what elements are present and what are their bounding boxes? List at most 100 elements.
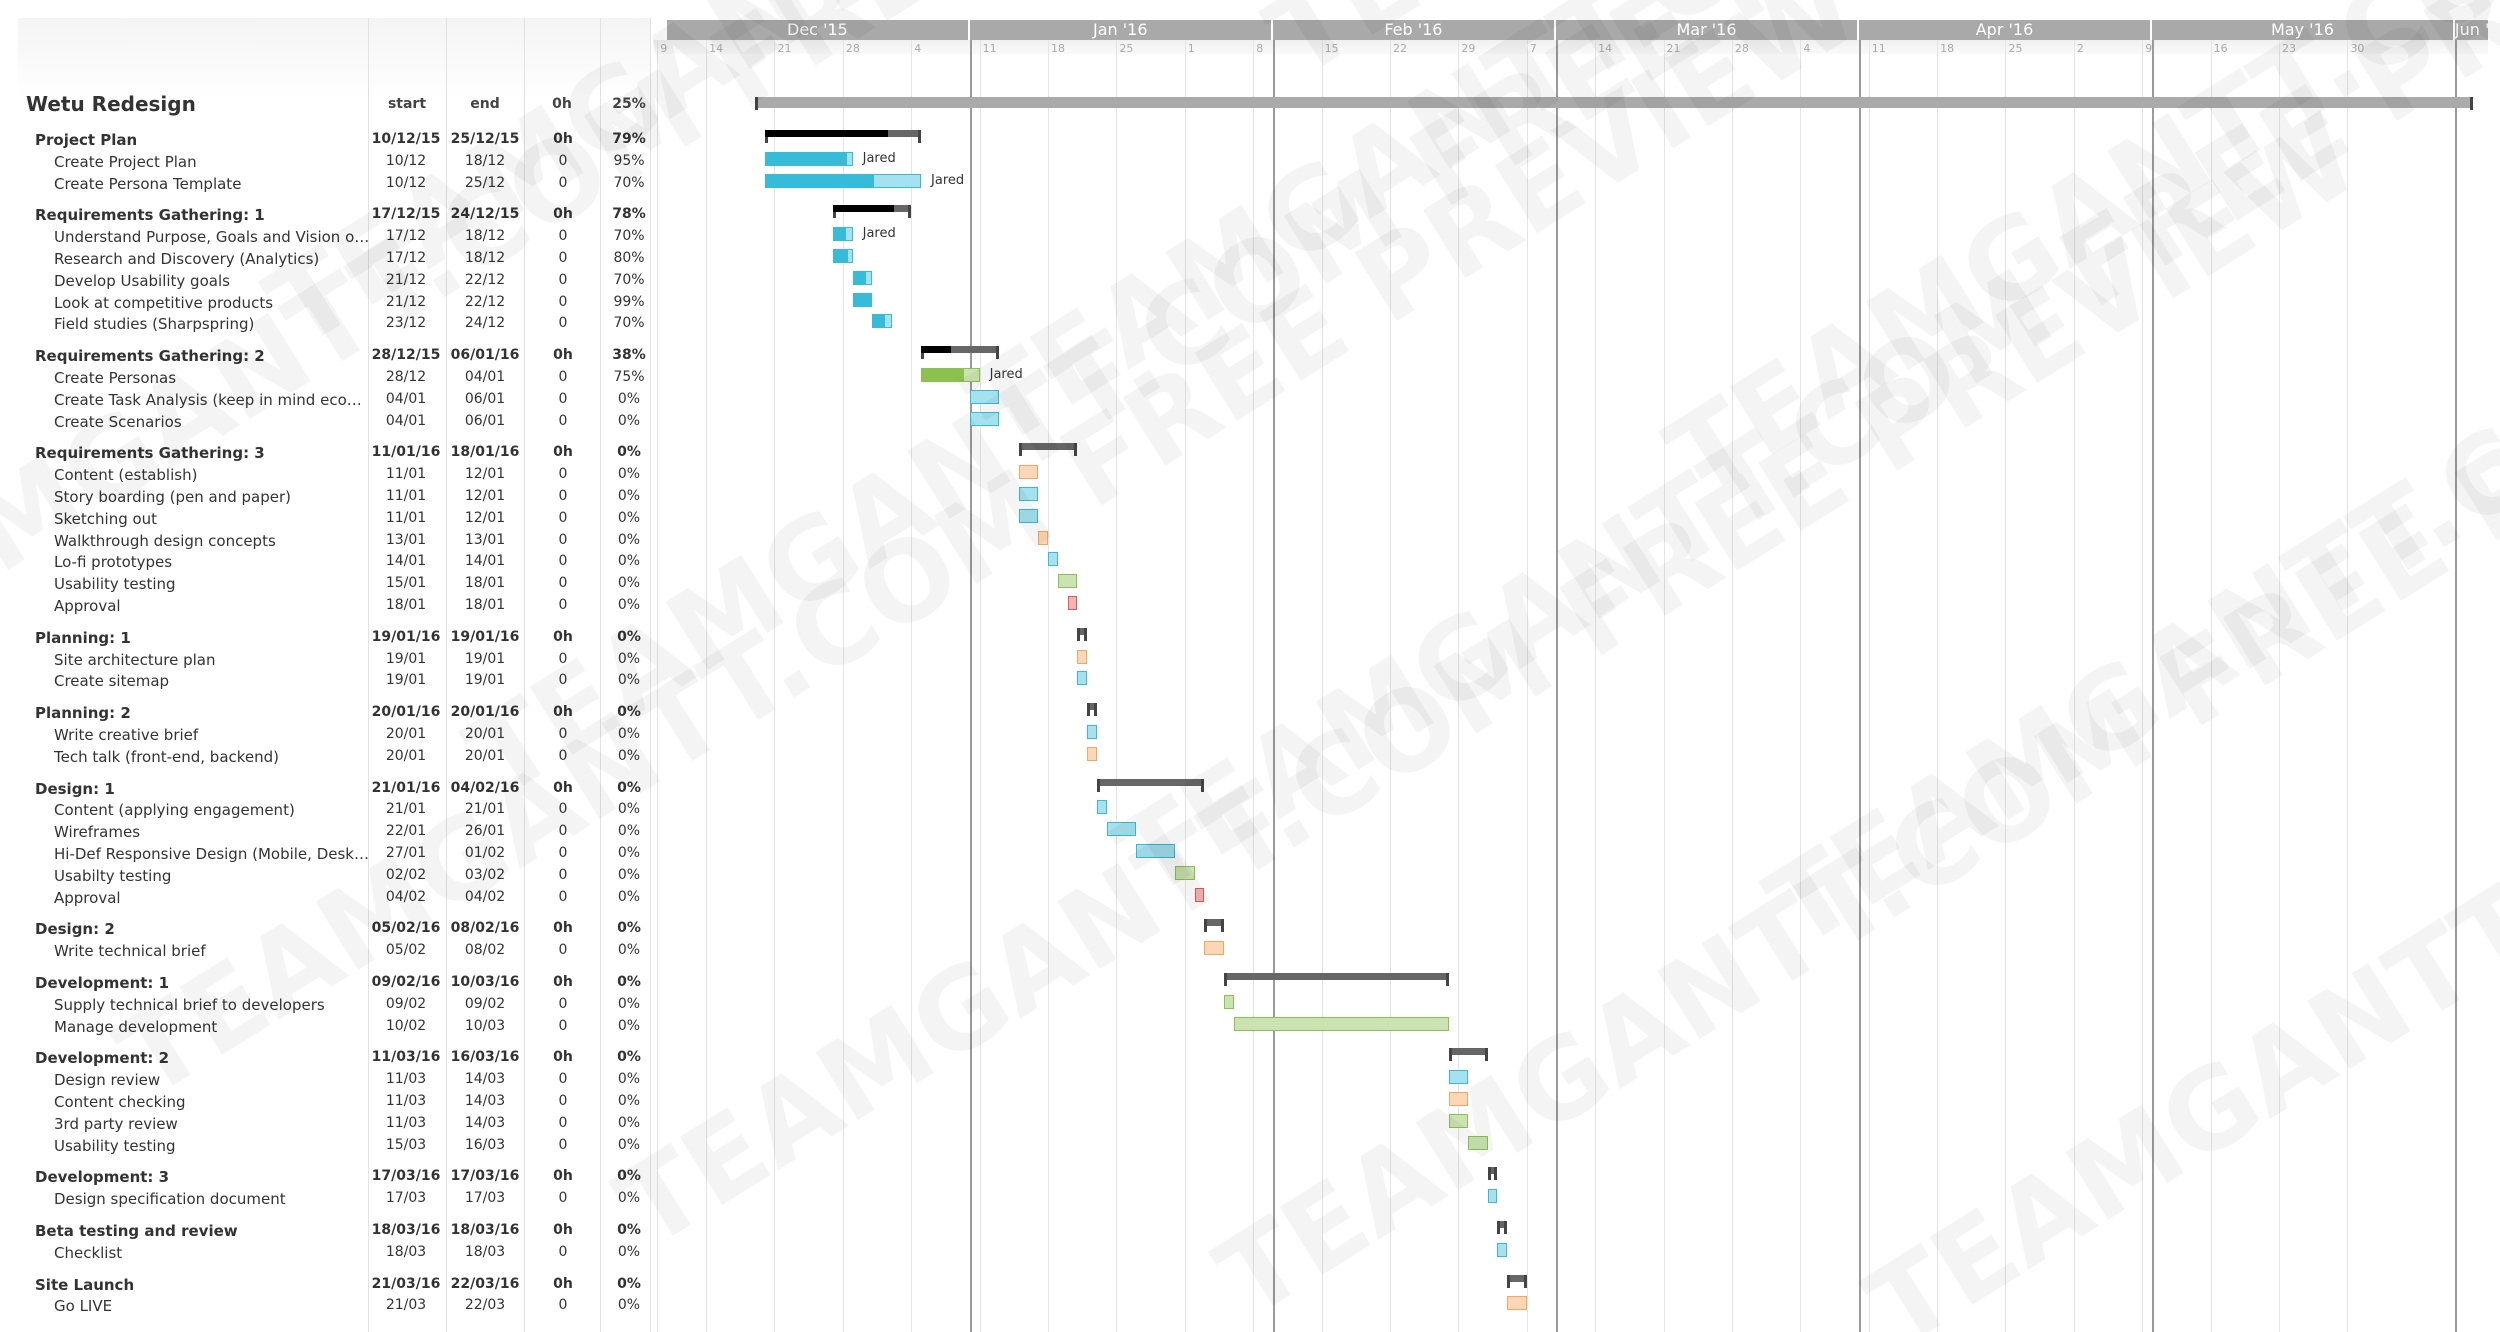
task-bar[interactable] [1175, 865, 1195, 880]
task-bar[interactable] [1038, 530, 1049, 545]
task-row[interactable]: Create Task Analysis (keep in mind ecomm… [18, 388, 650, 410]
group-summary-bar[interactable] [1448, 1048, 1488, 1062]
task-bar[interactable] [1448, 1113, 1469, 1128]
task-bar[interactable] [1223, 994, 1234, 1009]
task-bar[interactable] [1233, 1016, 1449, 1031]
task-bar[interactable] [1018, 508, 1039, 523]
task-bar[interactable] [969, 389, 1000, 404]
group-summary-bar[interactable] [1204, 919, 1224, 933]
task-bar[interactable] [1468, 1135, 1488, 1150]
task-bar[interactable] [1087, 746, 1097, 761]
task-bar[interactable] [1135, 844, 1176, 858]
task-bar[interactable] [872, 314, 892, 329]
task-bar[interactable] [833, 249, 853, 263]
task-bar[interactable] [1497, 1242, 1508, 1257]
group-summary-bar[interactable] [764, 130, 922, 143]
task-bar[interactable] [852, 292, 873, 307]
task-bar[interactable] [1087, 725, 1097, 739]
task-bar[interactable] [1487, 1189, 1498, 1204]
task-bar[interactable] [1106, 822, 1136, 837]
task-bar[interactable] [1018, 487, 1039, 501]
task-bar[interactable] [1096, 800, 1107, 815]
task-bar[interactable] [1194, 887, 1205, 902]
group-summary-bar[interactable] [833, 205, 912, 219]
task-bar[interactable] [764, 173, 921, 188]
task-row[interactable]: Understand Purpose, Goals and Vision of … [18, 225, 650, 247]
task-bar[interactable] [852, 270, 873, 285]
group-summary-bar[interactable] [1018, 443, 1078, 457]
group-summary-bar[interactable] [1223, 973, 1449, 986]
start-column-header[interactable]: start [387, 96, 427, 112]
task-bar[interactable] [833, 227, 853, 242]
group-summary-bar[interactable] [1087, 703, 1097, 717]
task-bar[interactable] [969, 411, 1000, 426]
group-summary-bar[interactable] [1077, 627, 1088, 641]
task-bar[interactable] [1067, 596, 1078, 610]
project-summary-bar[interactable] [754, 97, 2474, 110]
task-bar[interactable] [1077, 649, 1088, 664]
task-bar[interactable] [1448, 1070, 1469, 1085]
group-summary-bar[interactable] [1507, 1274, 1527, 1288]
task-bar[interactable] [1507, 1296, 1527, 1311]
task-bar[interactable] [1448, 1092, 1469, 1106]
project-title[interactable]: Wetu Redesign [26, 92, 196, 116]
task-bar[interactable] [1048, 552, 1058, 567]
end-column-header[interactable]: end [470, 96, 500, 112]
group-summary-bar[interactable] [1497, 1221, 1508, 1234]
group-summary-bar[interactable] [921, 346, 1000, 360]
task-bar[interactable] [1077, 671, 1088, 686]
group-summary-bar[interactable] [1487, 1167, 1498, 1181]
task-bar[interactable] [764, 151, 853, 166]
task-bar[interactable] [1057, 574, 1078, 589]
group-summary-bar[interactable] [1096, 778, 1205, 792]
task-row[interactable]: Hi-Def Responsive Design (Mobile, Deskto… [18, 842, 650, 864]
task-bar[interactable] [921, 368, 980, 382]
task-bar[interactable] [1204, 941, 1224, 956]
task-bar[interactable] [1018, 465, 1039, 480]
